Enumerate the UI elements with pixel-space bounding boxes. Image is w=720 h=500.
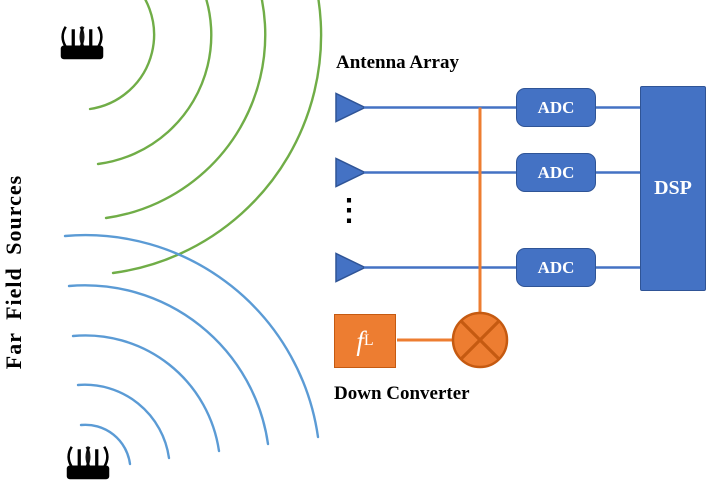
dsp-block: DSP — [640, 86, 706, 291]
mixer-cross-icon — [451, 311, 509, 369]
antenna-icon-3 — [335, 252, 367, 283]
antenna-icon-2 — [335, 157, 367, 188]
blue-wavefronts — [63, 233, 320, 466]
dsp-block-label: DSP — [654, 177, 692, 199]
signal-wires — [364, 106, 640, 269]
adc-block-1-label: ADC — [537, 97, 575, 117]
down-converter-label: Down Converter — [334, 383, 470, 404]
lo-wires — [397, 107, 482, 342]
adc-block-2: ADC — [516, 153, 596, 192]
far-field-sources-label: Far Field Sources — [1, 174, 26, 370]
antenna-icon-1 — [335, 92, 367, 123]
lo-label-main: f — [356, 325, 364, 356]
wifi-router-icon-bottom — [65, 445, 111, 481]
wifi-router-icon-top — [59, 25, 105, 61]
green-wavefronts — [88, 0, 323, 275]
lo-label-sub: L — [363, 332, 374, 349]
adc-block-3: ADC — [516, 248, 596, 287]
antenna-ellipsis: ⋮ — [334, 194, 364, 227]
adc-block-1: ADC — [516, 88, 596, 127]
adc-block-2-label: ADC — [537, 162, 575, 182]
adc-block-3-label: ADC — [537, 257, 575, 277]
antenna-elements — [335, 92, 367, 283]
antenna-array-label: Antenna Array — [336, 52, 459, 73]
